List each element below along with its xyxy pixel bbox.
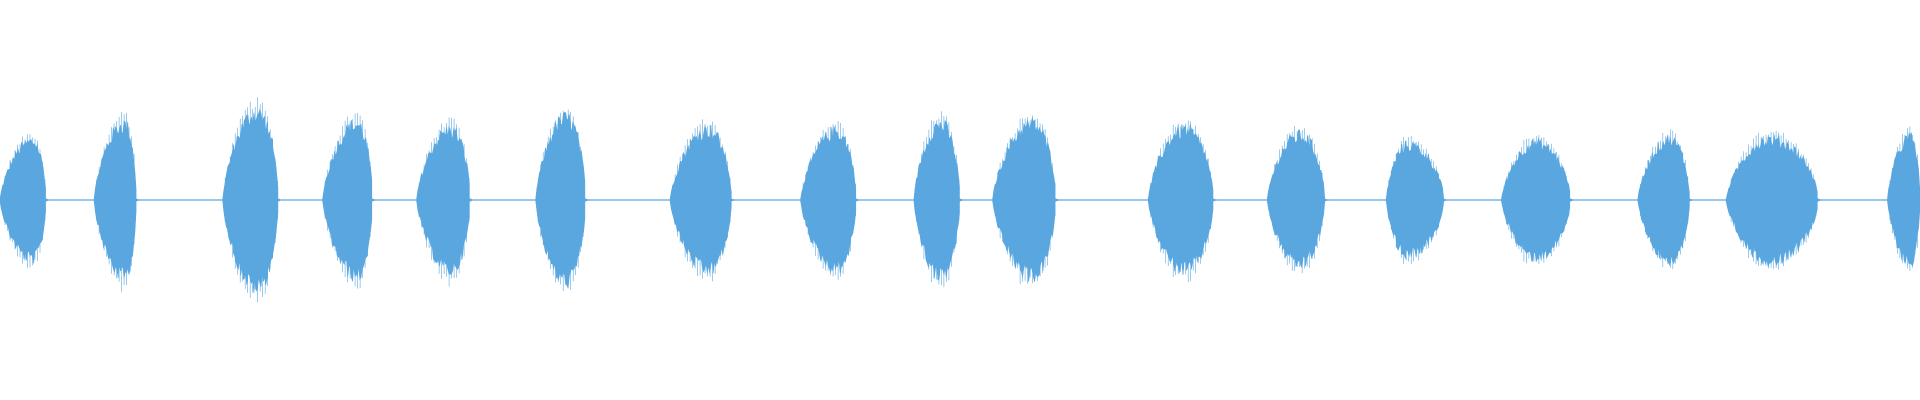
waveform-burst-edge-spikes bbox=[96, 111, 135, 292]
waveform-burst-edge-spikes bbox=[2, 134, 46, 268]
waveform-burst bbox=[669, 124, 732, 274]
waveform-burst-tail bbox=[954, 196, 964, 204]
waveform-burst-edge-spikes bbox=[994, 115, 1056, 285]
waveform-burst-edge-spikes bbox=[324, 112, 371, 289]
waveform-burst-edge-spikes bbox=[802, 121, 856, 280]
waveform-burst-tail bbox=[1318, 196, 1329, 204]
waveform-burst-edge-spikes bbox=[1728, 130, 1817, 270]
waveform-burst-tail bbox=[1683, 196, 1694, 204]
waveform-burst-tail bbox=[1437, 196, 1448, 204]
waveform-burst-tail bbox=[725, 196, 736, 204]
waveform-burst-edge-spikes bbox=[1889, 126, 1918, 271]
waveform-burst-edge-spikes bbox=[1269, 125, 1323, 274]
waveform-burst-tail bbox=[1050, 196, 1060, 204]
waveform-burst bbox=[1385, 140, 1445, 259]
waveform-burst bbox=[93, 120, 137, 279]
waveform-burst-tail bbox=[579, 196, 590, 204]
waveform-burst-tail bbox=[272, 196, 283, 204]
waveform-burst-edge-spikes bbox=[1640, 129, 1689, 269]
waveform-burst-tail bbox=[1564, 196, 1575, 204]
waveform-burst-tail bbox=[130, 196, 141, 204]
waveform-burst-edge-spikes bbox=[672, 119, 731, 282]
waveform-burst-tail bbox=[464, 196, 475, 204]
waveform-burst-tail bbox=[366, 196, 377, 204]
waveform-burst-tail bbox=[40, 196, 51, 204]
waveform-burst bbox=[992, 116, 1056, 282]
waveform-burst-tail bbox=[1207, 196, 1218, 204]
waveform-burst-tail bbox=[1812, 196, 1823, 204]
waveform-burst-edge-spikes bbox=[1503, 135, 1570, 265]
waveform-burst-edge-spikes bbox=[1388, 136, 1442, 265]
waveform-burst-edge-spikes bbox=[224, 97, 279, 302]
waveform-burst bbox=[1266, 129, 1326, 269]
waveform-burst-tail bbox=[850, 196, 861, 204]
waveform-burst-edge-spikes bbox=[418, 117, 470, 287]
waveform-burst-tail bbox=[1914, 196, 1920, 204]
